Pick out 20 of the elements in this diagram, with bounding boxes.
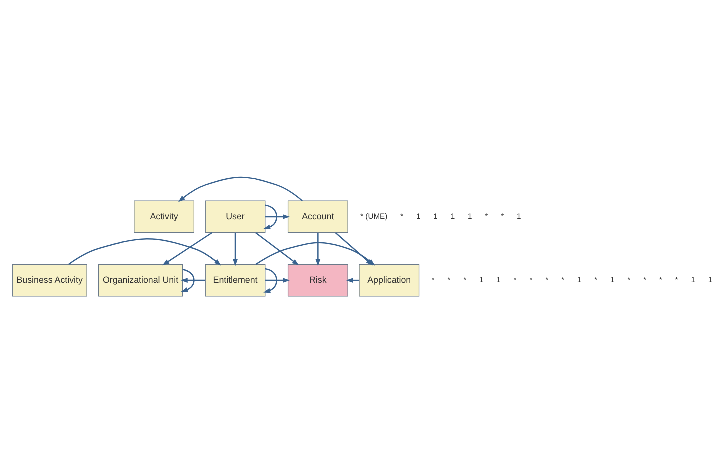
node-box: User (205, 200, 266, 233)
arrow (68, 238, 222, 266)
arrow (178, 176, 303, 202)
arrow (162, 232, 212, 266)
arrow (181, 268, 195, 292)
arrow (180, 278, 206, 283)
arrow (266, 214, 290, 219)
arrow (264, 204, 278, 230)
arrow (316, 232, 321, 266)
node-box: Risk (288, 264, 348, 296)
arrow (233, 232, 238, 266)
node-box: Organizational Unit (98, 264, 184, 296)
node-box: Business Activity (12, 264, 88, 296)
node-box: Entitlement (205, 264, 266, 296)
node-box: Account (288, 200, 348, 233)
arrow (264, 268, 278, 293)
node-box: Application (359, 264, 420, 296)
node-box: Activity (134, 200, 194, 233)
arrow (256, 232, 300, 266)
arrow (266, 278, 290, 283)
